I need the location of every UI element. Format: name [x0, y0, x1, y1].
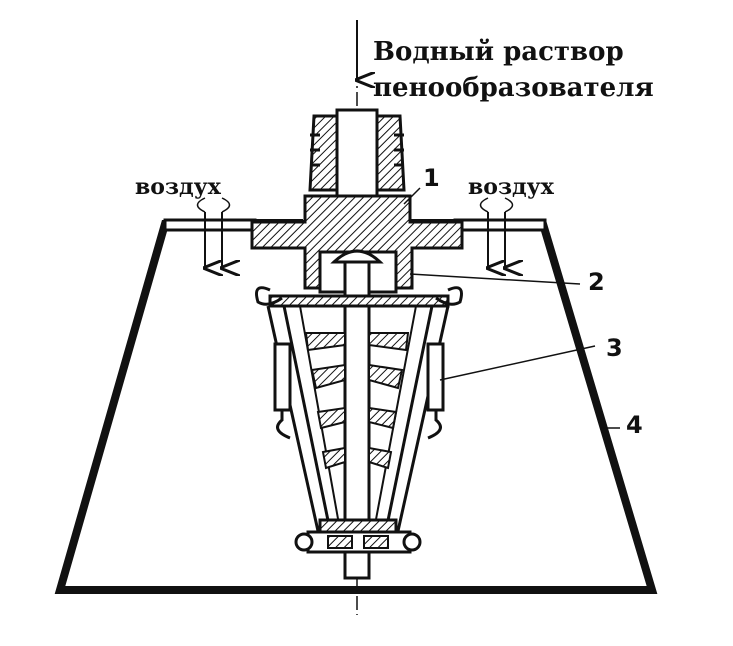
callout-1: 1 [423, 164, 440, 192]
swirl-vanes [304, 332, 410, 470]
callout-2: 2 [588, 268, 605, 296]
air-label-right: воздух [468, 174, 555, 200]
callout-4: 4 [626, 411, 643, 439]
callout-3: 3 [606, 334, 623, 362]
title-line-1: Водный раствор [373, 37, 624, 67]
body-block [250, 194, 464, 290]
side-clips [273, 342, 445, 440]
nozzle-tip [294, 518, 422, 554]
valve-cap [330, 249, 384, 264]
air-arrows-right [479, 197, 513, 268]
air-label-left: воздух [135, 174, 222, 200]
leader-lines [403, 187, 620, 429]
title-line-2: пенообразователя [373, 73, 654, 103]
air-arrows-left [196, 197, 230, 268]
nozzle-flange [268, 294, 450, 308]
